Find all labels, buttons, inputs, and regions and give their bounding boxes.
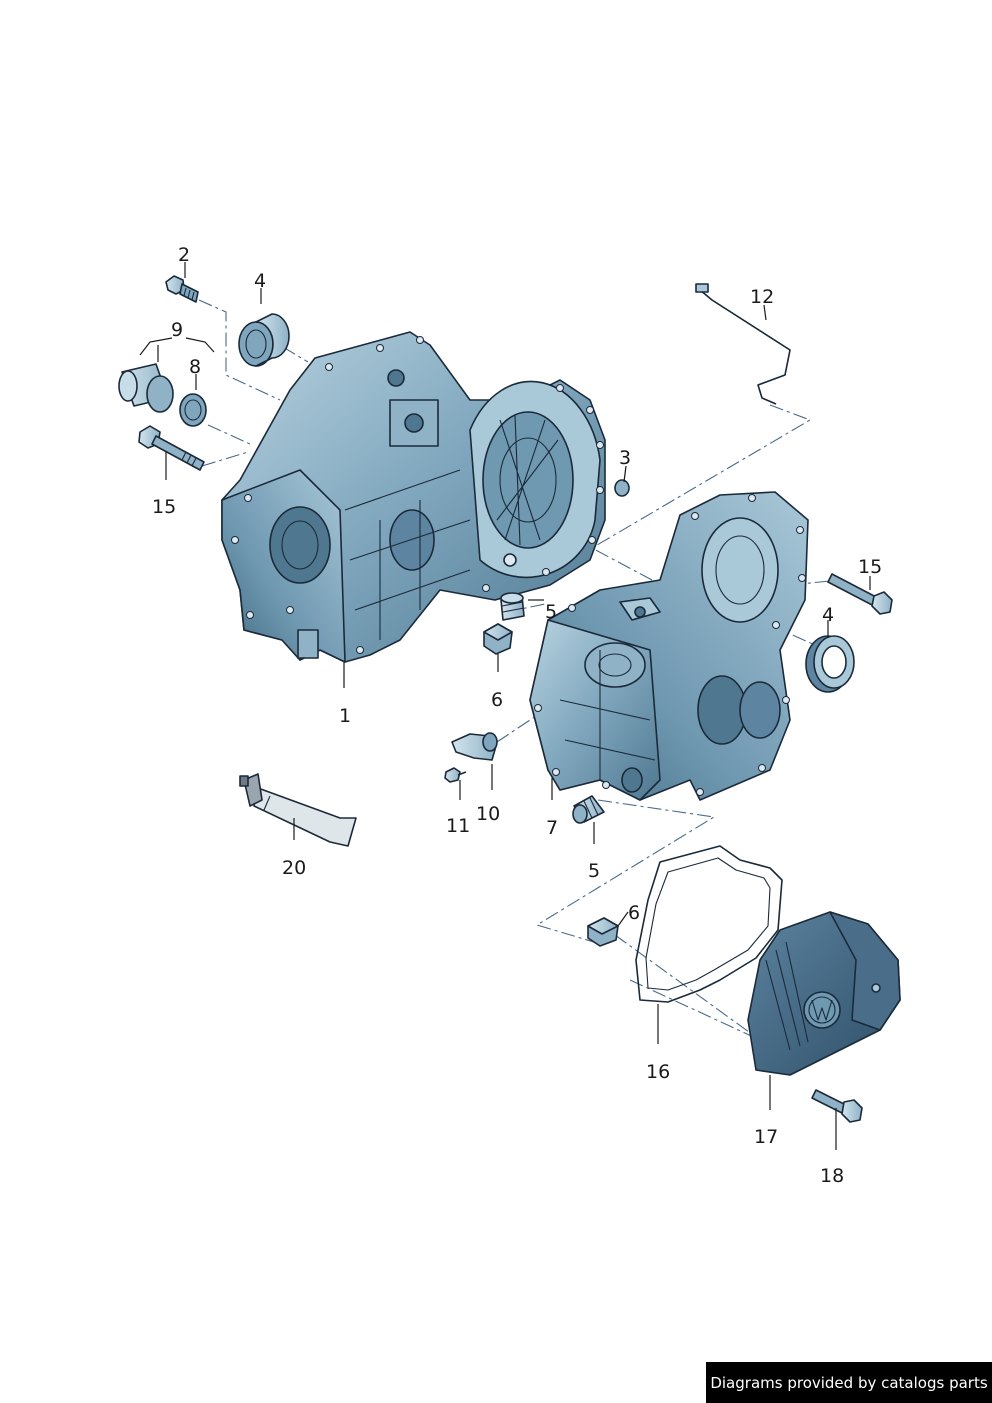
callout-5-bottom: 5 <box>588 860 600 882</box>
callout-6-bottom: 6 <box>628 902 640 924</box>
callout-labels: 2 4 9 8 15 1 3 12 5 6 15 4 10 11 7 5 20 … <box>152 244 882 1187</box>
part-15-bolt-right <box>827 573 893 615</box>
callout-16: 16 <box>646 1061 670 1083</box>
callout-6-top: 6 <box>491 689 503 711</box>
callout-4-right: 4 <box>822 604 834 626</box>
part-15-bolt-left <box>138 425 205 471</box>
callout-9: 9 <box>171 319 183 341</box>
callout-12: 12 <box>750 286 774 308</box>
part-1-gearbox-housing <box>221 331 606 663</box>
part-16-gasket <box>635 845 783 1003</box>
part-5-insert-top <box>500 592 525 621</box>
part-2-bolt <box>165 275 199 303</box>
part-10-sensor <box>451 732 498 761</box>
credit-banner: Diagrams provided by catalogs parts <box>706 1362 992 1403</box>
callout-20: 20 <box>282 857 306 879</box>
callout-7: 7 <box>546 817 558 839</box>
callout-8: 8 <box>189 356 201 378</box>
callout-18: 18 <box>820 1165 844 1187</box>
callout-4-top: 4 <box>254 270 266 292</box>
part-6-block-top <box>483 623 513 655</box>
part-11-screw <box>444 767 467 783</box>
part-17-cover <box>747 911 901 1076</box>
callout-5-top: 5 <box>545 601 557 623</box>
callout-10: 10 <box>476 803 500 825</box>
callout-11: 11 <box>446 815 470 837</box>
part-5-insert-bottom <box>572 795 605 824</box>
part-3-plug <box>614 479 630 497</box>
part-4-seal-right <box>805 635 855 693</box>
part-8-seal <box>179 393 207 427</box>
callout-17: 17 <box>754 1126 778 1148</box>
callout-15-right: 15 <box>858 556 882 578</box>
callout-15-left: 15 <box>152 496 176 518</box>
callout-2: 2 <box>178 244 190 266</box>
part-20-sealant-tube <box>239 773 357 847</box>
part-7-gearbox-housing-rear <box>529 491 809 801</box>
part-9-sleeve <box>118 363 174 413</box>
part-18-bolt <box>811 1089 863 1123</box>
part-6-block-bottom <box>587 917 619 947</box>
callout-1: 1 <box>339 705 351 727</box>
part-4-bearing-top <box>238 313 290 367</box>
part-12-breather-pipe <box>695 283 791 405</box>
callout-leaders <box>139 262 871 1150</box>
callout-3: 3 <box>619 447 631 469</box>
